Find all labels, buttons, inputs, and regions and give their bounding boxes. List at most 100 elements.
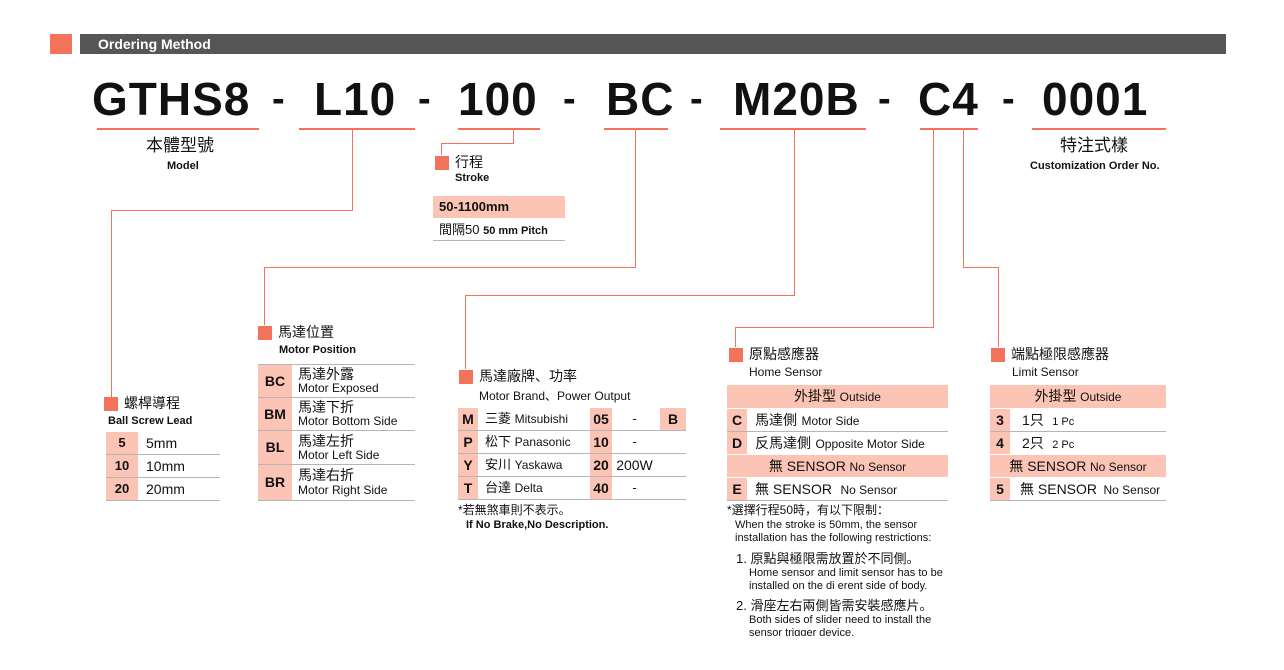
motor-brand-cn: 台達 <box>485 480 512 495</box>
limit-sensor-marker <box>991 348 1005 362</box>
home-sensor-code: C <box>727 409 747 431</box>
code-separator: - <box>563 78 576 120</box>
connector-limit-sensor <box>963 130 964 268</box>
connector-home-sensor <box>735 327 736 347</box>
row-divider <box>727 500 948 501</box>
code-separator: - <box>272 78 285 120</box>
motor-brand-label-en: Motor Brand、Power Output <box>479 389 631 403</box>
outside-cn: 外掛型 <box>794 388 836 404</box>
brake-note-cn: *若無煞車則不表示。 <box>458 503 571 517</box>
home-sensor-label-en: Home Sensor <box>749 365 823 379</box>
stroke-note-title-cn: *選擇行程50時，有以下限制： <box>727 503 890 517</box>
motor-position-en: Motor Bottom Side <box>298 414 398 428</box>
home-sensor-en: Opposite Motor Side <box>815 437 925 451</box>
motor-power-value: - <box>632 434 637 449</box>
underline-custom <box>1032 128 1166 130</box>
code-part-motor-brand: M20B <box>733 73 860 125</box>
limit-sensor-code: 5 <box>990 478 1010 500</box>
lead-code: 10 <box>106 455 138 477</box>
motor-power-value: 200W <box>616 457 653 473</box>
lead-label-en: Ball Screw Lead <box>108 415 193 427</box>
home-sensor-code: D <box>727 432 747 454</box>
home-sensor-en: Motor Side <box>801 414 860 428</box>
code-separator: - <box>690 78 703 120</box>
motor-brand-code: P <box>458 431 478 453</box>
connector-motor-brand <box>465 295 795 296</box>
motor-power-value: - <box>632 480 637 495</box>
home-sensor-cn: 無 SENSOR <box>755 481 833 497</box>
motor-position-label-en: Motor Position <box>279 344 356 356</box>
outside-cn: 外掛型 <box>1034 388 1077 404</box>
motor-brand-code: T <box>458 477 478 499</box>
limit-sensor-desc: 無 SENSOR No Sensor <box>1020 481 1160 498</box>
underline-sensors <box>920 128 978 130</box>
connector-lead <box>111 210 353 211</box>
stroke-pitch: 間隔50 50 mm Pitch <box>433 219 565 241</box>
outside-en: Outside <box>1080 390 1122 404</box>
motor-brand-cn: 松下 <box>485 434 512 449</box>
motor-brand-code: M <box>458 408 478 430</box>
row-divider <box>458 453 686 454</box>
row-divider <box>990 500 1166 501</box>
row-divider <box>106 454 220 455</box>
note-1-cn: 1. 原點與極限需放置於不同側。 <box>736 551 920 566</box>
motor-position-code: BR <box>258 465 292 500</box>
motor-brand-name: 安川 Yaskawa <box>485 457 562 473</box>
code-part-motor-position: BC <box>606 73 675 125</box>
limit-sensor-en: 1 Pc <box>1052 416 1075 428</box>
model-label-cn: 本體型號 <box>146 136 214 155</box>
motor-brand-en: Delta <box>514 481 543 495</box>
limit-sensor-none-header: 無 SENSOR No Sensor <box>990 455 1166 477</box>
limit-sensor-label-en: Limit Sensor <box>1012 365 1079 379</box>
home-sensor-desc: 反馬達側 Opposite Motor Side <box>755 435 925 452</box>
motor-brand-en: Panasonic <box>514 435 571 449</box>
lead-marker <box>104 397 118 411</box>
motor-brand-code: Y <box>458 454 478 476</box>
motor-brand-label-cn: 馬達廠牌、功率 <box>479 368 577 384</box>
row-divider <box>258 364 415 365</box>
section-title: Ordering Method <box>98 36 211 52</box>
code-separator: - <box>878 78 891 120</box>
home-sensor-marker <box>729 348 743 362</box>
connector-motor-position <box>264 267 636 268</box>
limit-sensor-cn: 無 SENSOR <box>1020 481 1098 497</box>
none-en: No Sensor <box>849 460 907 474</box>
connector-motor-position <box>635 130 636 268</box>
stroke-pitch-en: 50 mm Pitch <box>483 225 548 237</box>
row-divider <box>258 464 415 465</box>
limit-sensor-en: 2 Pc <box>1052 439 1075 451</box>
motor-position-en: Motor Right Side <box>298 483 388 497</box>
motor-brand-cn: 三菱 <box>485 411 512 426</box>
row-divider <box>106 500 220 501</box>
row-divider <box>990 431 1166 432</box>
stroke-note-title-en: installation has the following restricti… <box>735 532 932 544</box>
row-divider <box>258 500 415 501</box>
motor-position-marker <box>258 326 272 340</box>
underline-motor-brand <box>720 128 866 130</box>
motor-position-cn: 馬達下折 <box>298 399 354 415</box>
connector-motor-brand <box>794 130 795 296</box>
motor-power-code: 05 <box>590 408 612 430</box>
header-accent-square <box>50 34 72 54</box>
motor-brand-en: Yaskawa <box>514 458 563 472</box>
motor-position-code: BM <box>258 398 292 430</box>
motor-brand-name: 台達 Delta <box>485 480 543 496</box>
motor-brand-name: 三菱 Mitsubishi <box>485 411 568 427</box>
connector-stroke <box>441 143 442 155</box>
connector-lead <box>111 210 112 398</box>
motor-brand-en: Mitsubishi <box>514 412 568 426</box>
motor-position-code: BL <box>258 431 292 464</box>
code-part-custom: 0001 <box>1042 73 1149 125</box>
stroke-marker <box>435 156 449 170</box>
home-sensor-outside-header: 外掛型 Outside <box>727 385 948 408</box>
outside-en: Outside <box>839 390 881 404</box>
lead-value: 10mm <box>146 458 185 474</box>
motor-power-code: 20 <box>590 454 612 476</box>
connector-motor-brand <box>465 295 466 369</box>
motor-power-code: 40 <box>590 477 612 499</box>
connector-limit-sensor <box>998 267 999 347</box>
row-divider <box>258 430 415 431</box>
lead-value: 5mm <box>146 435 178 451</box>
none-cn: 無 SENSOR <box>1009 458 1087 474</box>
lead-label-cn: 螺桿導程 <box>124 395 180 411</box>
